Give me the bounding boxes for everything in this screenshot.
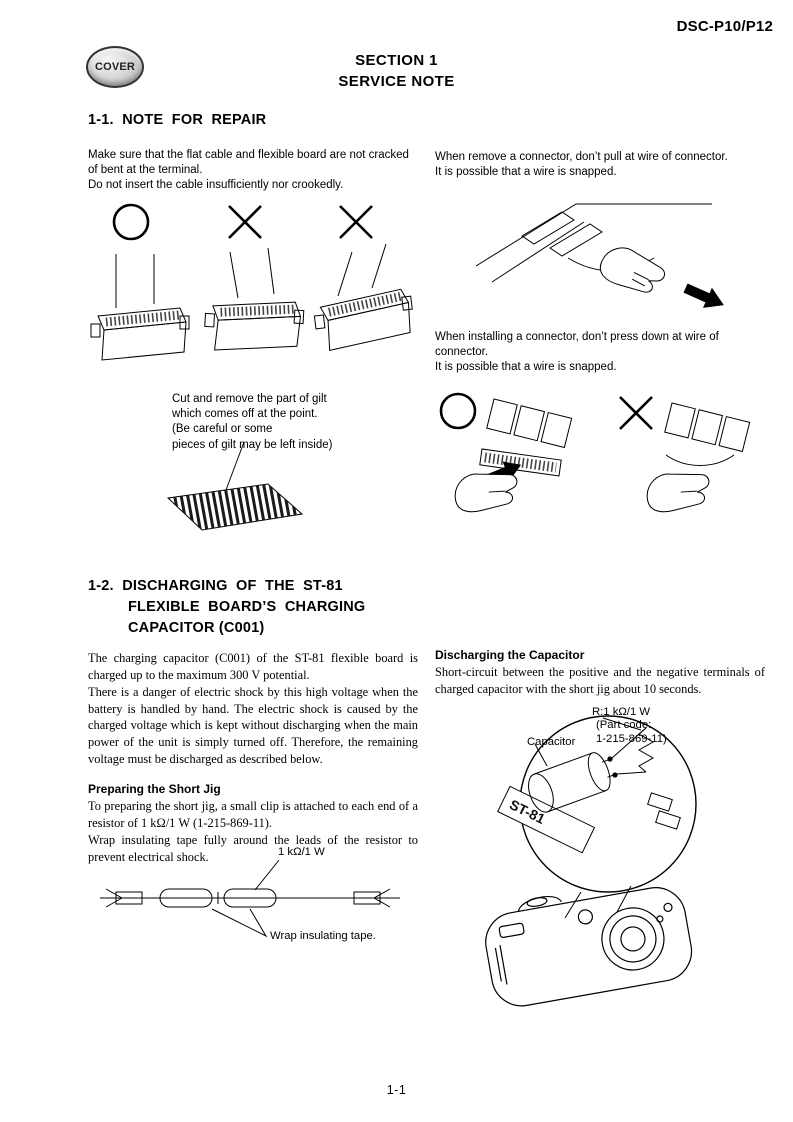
connector-insertion-illustration — [90, 203, 413, 361]
heading-1-1: 1-1. NOTE FOR REPAIR — [88, 112, 267, 128]
gilt-note-line: Cut and remove the part of gilt — [172, 393, 327, 405]
r-part-label-line: R:1 kΩ/1 W — [592, 706, 651, 718]
camera-shape — [485, 887, 693, 1007]
cross-icon — [339, 205, 373, 239]
hand-icon — [454, 473, 518, 513]
note-right-paragraph-2: When installing a connector, don’t press… — [435, 330, 765, 376]
pull-wire-illustration — [475, 203, 724, 308]
cross-icon — [619, 396, 653, 430]
r-part-label-line: (Part code: — [596, 719, 652, 732]
install-connector-diagram — [428, 385, 763, 533]
short-jig-illustration — [100, 859, 400, 938]
discharge-left-column: The charging capacitor (C001) of the ST-… — [88, 650, 418, 865]
gilt-strip-diagram — [150, 440, 330, 540]
para-jig-tape: Wrap insulating tape fully around the le… — [88, 832, 418, 864]
cover-badge[interactable]: COVER — [86, 46, 144, 88]
install-connector-illustration — [439, 392, 751, 513]
discharge-illustration: ST-81 — [485, 715, 697, 1007]
heading-1-2-line1: 1-2. DISCHARGING OF THE ST-81 — [88, 578, 343, 594]
para-capacitor-charged: The charging capacitor (C001) of the ST-… — [88, 651, 418, 682]
short-jig-diagram — [92, 852, 407, 952]
discharge-right-column: Discharging the Capacitor Short-circuit … — [435, 648, 765, 698]
para-electric-shock: There is a danger of electric shock by t… — [88, 684, 418, 767]
ok-circle-icon — [439, 392, 477, 430]
gilt-note-line: which comes off at the point. — [172, 408, 318, 421]
note-right-paragraph-1: When remove a connector, don’t pull at w… — [435, 150, 765, 180]
connector-insertion-diagram — [88, 196, 418, 386]
page-number: 1-1 — [386, 1083, 407, 1097]
section-title: SECTION 1 — [355, 52, 438, 69]
para-wire-snapped-2: It is possible that a wire is snapped. — [435, 361, 617, 374]
heading-1-2-line3: CAPACITOR (C001) — [128, 620, 265, 636]
doc-id: DSC-P10/P12 — [676, 18, 773, 35]
resistor-value-label: 1 kΩ/1 W — [278, 846, 325, 858]
arrow-icon — [683, 283, 724, 308]
r-part-label-line: 1-215-869-11) — [596, 732, 667, 745]
insulating-tape-label: Wrap insulating tape. — [270, 930, 376, 942]
hand-icon — [646, 473, 710, 513]
para-jig-clip: To preparing the short jig, a small clip… — [88, 799, 418, 830]
para-install-connector: When installing a connector, don’t press… — [435, 331, 719, 359]
resistor-shape — [611, 727, 681, 830]
section-subtitle: SERVICE NOTE — [338, 73, 455, 90]
gilt-note: Cut and remove the part of gilt which co… — [172, 392, 382, 453]
para-wire-snapped-1: It is possible that a wire is snapped. — [435, 166, 617, 179]
gilt-note-line: (Be careful or some — [172, 423, 273, 436]
cross-icon — [228, 205, 262, 239]
pull-wire-diagram — [458, 194, 758, 324]
heading-1-2-line2: FLEXIBLE BOARD’S CHARGING — [128, 599, 366, 615]
capacitor-shape — [528, 752, 616, 813]
gilt-note-line: pieces of gilt may be left inside) — [172, 438, 333, 451]
discharge-diagram: ST-81 — [453, 696, 765, 1058]
preparing-short-jig-heading: Preparing the Short Jig — [88, 782, 221, 797]
para-insert: Do not insert the cable insufficiently n… — [88, 179, 344, 192]
hand-icon — [599, 247, 666, 293]
note-left-paragraph: Make sure that the flat cable and flexib… — [88, 148, 418, 194]
ok-circle-icon — [112, 203, 150, 241]
capacitor-label: Capacitor — [527, 736, 576, 748]
r-part-label: R:1 kΩ/1 W (Part code: 1-215-869-11) — [592, 706, 667, 746]
discharging-capacitor-heading: Discharging the Capacitor — [435, 648, 585, 662]
gilt-strip-illustration — [166, 441, 304, 531]
para-flat-cable: Make sure that the flat cable and flexib… — [88, 149, 409, 177]
para-remove-connector: When remove a connector, don’t pull at w… — [435, 151, 728, 163]
cover-badge-label: COVER — [94, 61, 136, 73]
para-short-circuit: Short-circuit between the positive and t… — [435, 665, 765, 696]
